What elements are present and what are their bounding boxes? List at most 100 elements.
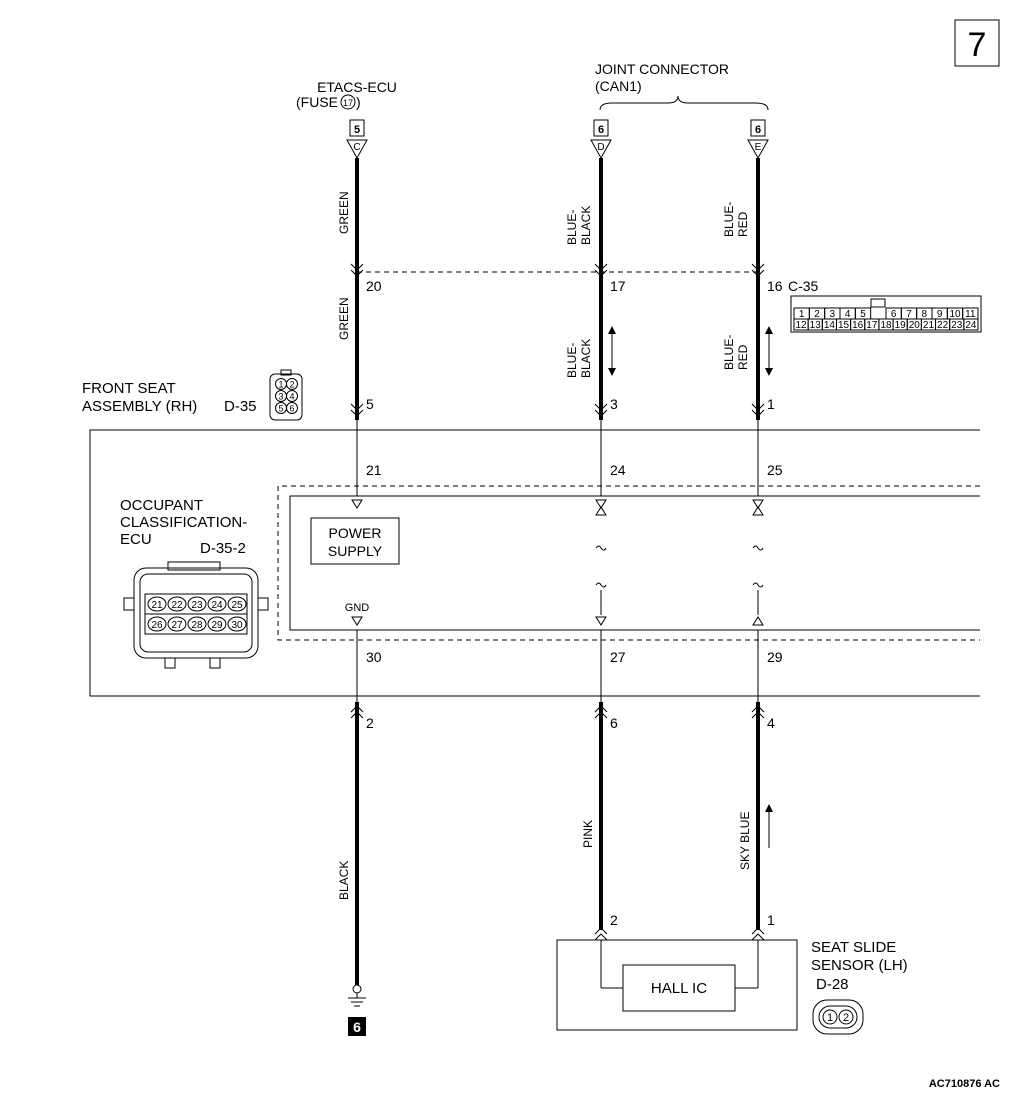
wire-label-blue-black-3: BLUE-	[565, 343, 579, 378]
ecu-label-line3: ECU	[120, 531, 152, 548]
d35-pin-5: 5	[278, 404, 283, 414]
ground-ref-box	[348, 1017, 366, 1036]
etacs-title: ETACS-ECU	[317, 79, 397, 95]
c35-pin-19: 19	[895, 320, 907, 331]
pin-ecu-27: 27	[610, 649, 626, 665]
pin-c35-20: 20	[366, 278, 382, 294]
c35-chevrons	[350, 263, 765, 941]
c35-pin-10: 10	[949, 309, 961, 320]
c35-pin-6: 6	[891, 309, 897, 320]
d28-connector-icon: 1 2	[812, 999, 864, 1035]
joint-e-terminal-triangle	[747, 139, 769, 160]
wire-label-blue-black-1: BLUE-	[565, 210, 579, 245]
wire-label-blue-red-4: RED	[736, 344, 750, 370]
joint-d-terminal-triangle	[590, 139, 612, 160]
etacs-connector-no: 5	[354, 124, 360, 136]
page-number-box	[954, 19, 1000, 67]
seat-sensor-line1: SEAT SLIDE	[811, 939, 896, 956]
pin-d28-1: 1	[767, 912, 775, 928]
c35-pin-13: 13	[810, 320, 822, 331]
pin-c35-17: 17	[610, 278, 626, 294]
wire-label-sky-blue: SKY BLUE	[738, 812, 752, 870]
etacs-fuse-label: (FUSE	[296, 94, 338, 110]
pin-d28-2: 2	[610, 912, 618, 928]
pin-d35-2: 2	[366, 715, 374, 731]
ecu-pin-28: 28	[191, 620, 203, 631]
pin-ecu-21: 21	[366, 462, 382, 478]
etacs-connector-box	[349, 119, 365, 137]
power-supply-line1: POWER	[329, 525, 382, 541]
front-seat-connector: D-35	[224, 398, 257, 415]
c35-pin-16: 16	[852, 320, 864, 331]
pin-ecu-25: 25	[767, 462, 783, 478]
d35-2-connector-face: 21 22 23 24 25 26 27 28 29 30	[123, 561, 269, 669]
pin-ecu-29: 29	[767, 649, 783, 665]
wire-label-green-upper: GREEN	[337, 191, 351, 234]
c35-pin-17: 17	[866, 320, 878, 331]
c35-pin-12: 12	[796, 320, 808, 331]
seat-sensor-line2: SENSOR (LH)	[811, 957, 908, 974]
ecu-pin-21: 21	[151, 600, 163, 611]
ecu-pin-22: 22	[171, 600, 183, 611]
power-supply-line2: SUPPLY	[328, 543, 383, 559]
ecu-pin-27: 27	[171, 620, 183, 631]
joint-e-connector-no: 6	[755, 124, 761, 136]
wire-label-pink: PINK	[581, 820, 595, 848]
page-number: 7	[968, 26, 987, 64]
wire-label-blue-red-3: BLUE-	[722, 335, 736, 370]
pin-d35-6: 6	[610, 715, 618, 731]
joint-subtitle: (CAN1)	[595, 78, 642, 94]
joint-terminal-e: E	[755, 142, 762, 153]
c35-label: C-35	[788, 278, 819, 294]
c35-pin-22: 22	[937, 320, 949, 331]
d35-pin-2: 2	[289, 380, 294, 390]
pin-ecu-24: 24	[610, 462, 626, 478]
ecu-inner-box	[289, 495, 980, 631]
etacs-fuse-close: )	[356, 94, 361, 110]
seat-sensor-box	[556, 939, 798, 1031]
figure-code: AC710876 AC	[929, 1078, 1000, 1090]
pin-d35-3: 3	[610, 396, 618, 412]
ecu-pin-30: 30	[231, 620, 243, 631]
joint-e-connector-box	[750, 119, 766, 137]
d28-pin-2: 2	[843, 1012, 849, 1024]
c35-pin-11: 11	[965, 309, 976, 320]
ecu-internal-lines	[351, 420, 764, 702]
etacs-terminal: C	[353, 142, 360, 153]
wire-label-blue-red-2: RED	[736, 211, 750, 237]
c35-pin-2: 2	[814, 309, 820, 320]
joint-d-connector-box	[593, 119, 609, 137]
wire-label-blue-red-1: BLUE-	[722, 202, 736, 237]
pin-ecu-30: 30	[366, 649, 382, 665]
c35-pin-23: 23	[951, 320, 963, 331]
c35-pin-14: 14	[824, 320, 836, 331]
c35-pin-9: 9	[937, 309, 943, 320]
c35-pin-7: 7	[906, 309, 912, 320]
front-seat-line2: ASSEMBLY (RH)	[82, 398, 197, 415]
c35-pin-15: 15	[838, 320, 850, 331]
seat-sensor-connector: D-28	[816, 976, 849, 993]
c35-pin-1: 1	[799, 309, 805, 320]
pin-c35-16: 16	[767, 278, 783, 294]
etacs-terminal-triangle	[346, 139, 368, 160]
c35-pin-8: 8	[922, 309, 928, 320]
ecu-label-line1: OCCUPANT	[120, 497, 203, 514]
c35-pin-4: 4	[845, 309, 851, 320]
c35-pin-3: 3	[830, 309, 836, 320]
d35-pin-4: 4	[289, 392, 294, 402]
power-supply-box	[310, 517, 400, 565]
joint-title: JOINT CONNECTOR	[595, 61, 729, 77]
ecu-pin-23: 23	[191, 600, 203, 611]
pin-d35-1: 1	[767, 396, 775, 412]
pin-d35-5: 5	[366, 396, 374, 412]
ecu-pin-24: 24	[211, 600, 223, 611]
ecu-pin-25: 25	[231, 600, 243, 611]
joint-brace	[599, 95, 769, 111]
d28-pin-1: 1	[827, 1012, 833, 1024]
c35-pin-21: 21	[923, 320, 935, 331]
ecu-pin-29: 29	[211, 620, 223, 631]
ecu-pin-26: 26	[151, 620, 163, 631]
wire-label-green-lower: GREEN	[337, 297, 351, 340]
